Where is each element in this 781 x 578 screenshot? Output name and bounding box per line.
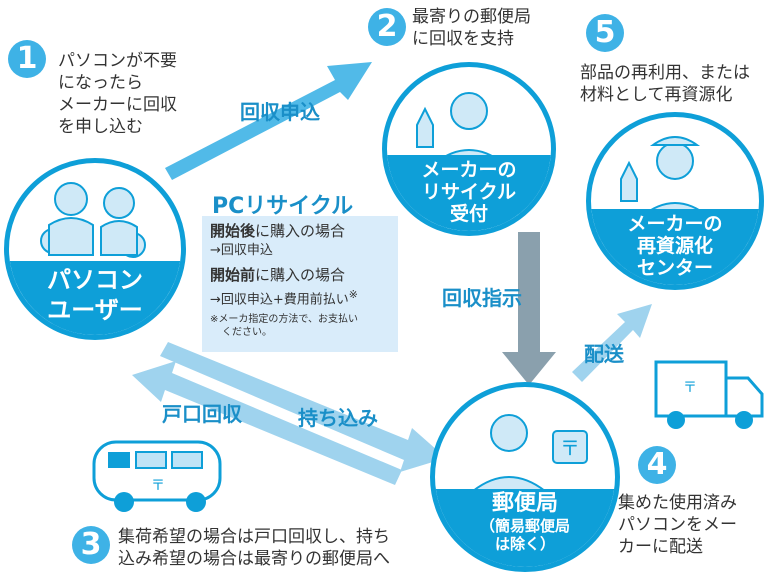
- user-label: パソコンユーザー: [9, 261, 181, 335]
- recycling-center-label: メーカーの再資源化 センター: [591, 209, 759, 285]
- post-office-label: 郵便局 （簡易郵便局は除く）: [435, 489, 615, 567]
- instruct-label: 回収指示: [442, 286, 522, 310]
- case-before-sub: →回収申込+費用前払い※: [210, 288, 358, 308]
- step-1-text: パソコンが不要になったら メーカーに回収を申し込む: [58, 51, 177, 137]
- case-after-sub: →回収申込: [210, 243, 273, 258]
- deliver-arrow: [572, 304, 652, 382]
- step-2-text: 最寄りの郵便局に回収を支持: [412, 7, 531, 49]
- pc-recycle-title: PCリサイクル: [212, 194, 354, 219]
- payment-footnote: ※メーカ指定の方法で、お支払いください。: [210, 314, 358, 339]
- post-office-node: 〒 郵便局 （簡易郵便局は除く）: [430, 382, 620, 572]
- step-3-text: 集荷希望の場合は戸口回収し、持ち込み希望の場合は最寄りの郵便局へ: [118, 527, 390, 569]
- door-collect-label: 戸口回収: [162, 402, 242, 426]
- svg-text:〒: 〒: [151, 478, 165, 494]
- step-2-badge: 2: [368, 8, 406, 46]
- step-5-badge: 5: [586, 14, 624, 52]
- step-5-text: 部品の再利用、または材料として再資源化: [580, 63, 750, 105]
- maker-reception-node: メーカーのリサイクル 受付: [382, 62, 556, 236]
- user-node: パソコンユーザー: [4, 158, 186, 340]
- pc-recycle-box: 開始後に購入の場合 →回収申込 開始前に購入の場合 →回収申込+費用前払い※ ※…: [202, 216, 398, 352]
- step-3-badge: 3: [72, 526, 110, 564]
- deliver-label: 配送: [584, 342, 624, 366]
- svg-text:〒: 〒: [683, 380, 697, 396]
- instruct-arrow: [502, 232, 556, 385]
- family-illustration: [40, 182, 146, 258]
- collection-van-icon: 〒: [92, 440, 222, 512]
- case-before-line: 開始前に購入の場合: [210, 266, 346, 284]
- step-4-text: 集めた使用済みパソコンをメー カーに配送: [618, 493, 737, 557]
- apply-arrow: [165, 62, 372, 180]
- maker-reception-label: メーカーのリサイクル 受付: [387, 155, 551, 231]
- door-collect-arrow: [132, 361, 402, 485]
- step-4-badge: 4: [638, 446, 676, 484]
- recycling-center-node: メーカーの再資源化 センター: [586, 112, 764, 290]
- bring-in-arrow: [160, 342, 446, 472]
- step-1-badge: 1: [8, 40, 46, 78]
- case-after-line: 開始後に購入の場合: [210, 222, 346, 240]
- post-mark-icon: 〒: [560, 436, 580, 460]
- delivery-truck-icon: 〒: [654, 360, 764, 429]
- bring-in-label: 持ち込み: [298, 406, 378, 430]
- apply-label: 回収申込: [240, 100, 320, 124]
